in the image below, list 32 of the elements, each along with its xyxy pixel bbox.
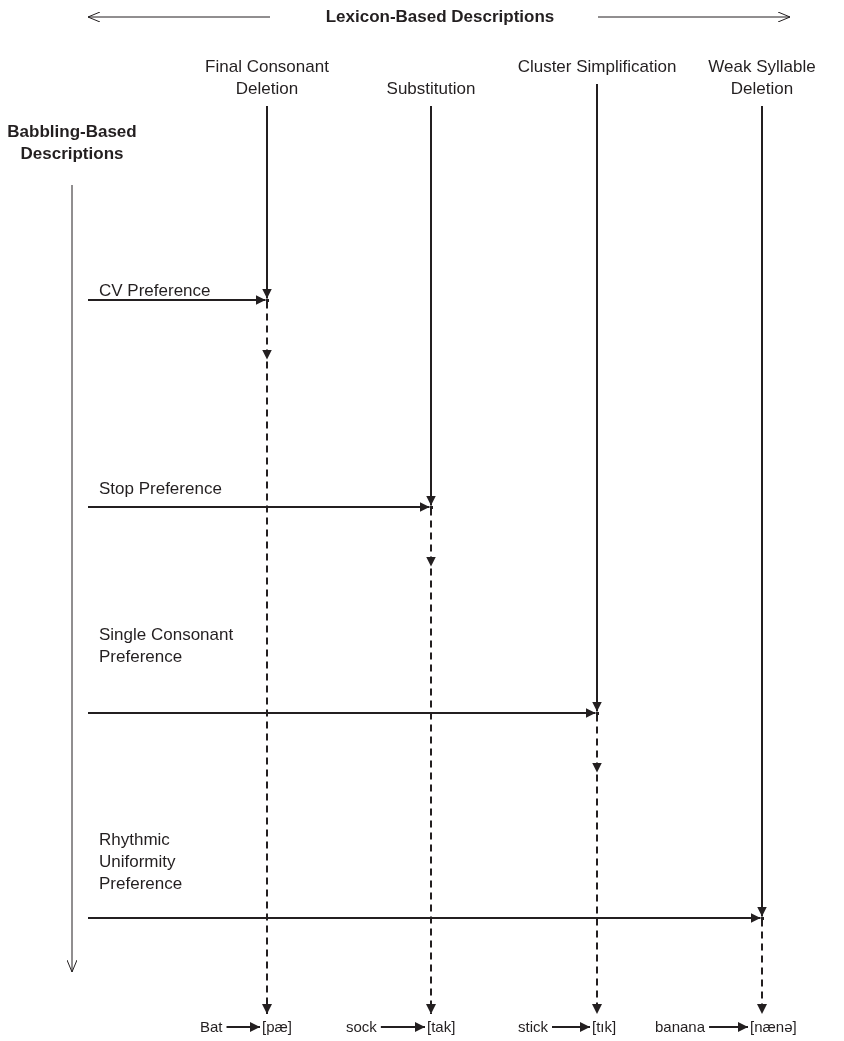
example-word: [tık] (592, 1018, 617, 1036)
arrow (426, 105, 436, 507)
example-word: [tak] (427, 1018, 456, 1036)
dashed-arrow (426, 507, 436, 1015)
arrow (551, 1022, 591, 1032)
arrow (262, 105, 272, 300)
dashed-arrow (592, 713, 602, 1015)
example-word: [pæ] (262, 1018, 292, 1036)
dashed-arrow (262, 300, 272, 1015)
arrow (592, 83, 602, 713)
example-word: stick (518, 1018, 548, 1036)
arrow (87, 708, 597, 718)
arrow (708, 1022, 749, 1032)
junction-point (265, 298, 269, 302)
junction-point (760, 916, 764, 920)
arrow (757, 105, 767, 918)
arrow (87, 502, 431, 512)
row-label: Rhythmic Uniformity Preference (88, 829, 238, 913)
arrow (87, 295, 267, 305)
junction-point (595, 711, 599, 715)
row-label: Single Consonant Preference (88, 624, 238, 708)
example-word: Bat (200, 1018, 223, 1036)
row-label: Stop Preference (88, 478, 238, 502)
example-word: sock (346, 1018, 377, 1036)
example-word: [nænə] (750, 1018, 797, 1036)
arrow (379, 1022, 426, 1032)
dashed-arrow (757, 918, 767, 1015)
example-word: banana (655, 1018, 706, 1036)
arrow (87, 913, 762, 923)
row-label: CV Preference (88, 280, 238, 295)
junction-point (429, 505, 433, 509)
arrow (225, 1022, 261, 1032)
